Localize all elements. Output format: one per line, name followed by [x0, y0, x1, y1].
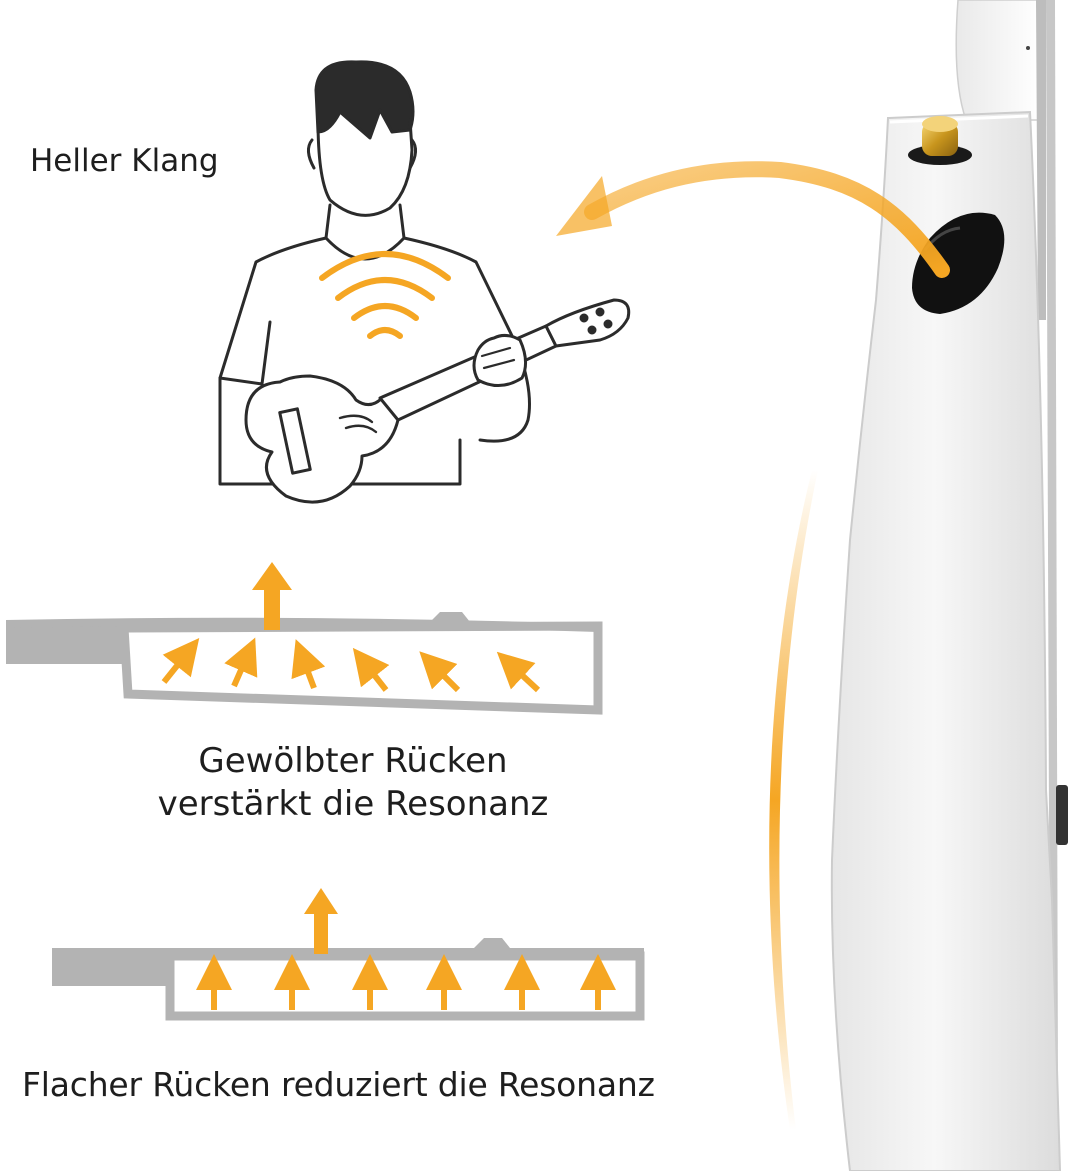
ukulele-side-view	[830, 0, 1068, 1171]
light-streak	[769, 470, 818, 1130]
bright-sound-label: Heller Klang	[30, 143, 219, 179]
arched-back-caption: Gewölbter Rücken verstärkt die Resonanz	[0, 740, 706, 826]
ukulele-player-illustration	[218, 60, 631, 504]
arched-caption-line-2: verstärkt die Resonanz	[157, 784, 549, 824]
flat-back-caption: Flacher Rücken reduziert die Resonanz	[22, 1065, 655, 1104]
arched-caption-line-1: Gewölbter Rücken	[198, 741, 508, 781]
sound-wave-icon	[319, 251, 451, 339]
curved-arrow-icon	[556, 161, 950, 278]
arched-back-cross-section	[6, 562, 603, 715]
flat-back-cross-section	[52, 888, 645, 1021]
